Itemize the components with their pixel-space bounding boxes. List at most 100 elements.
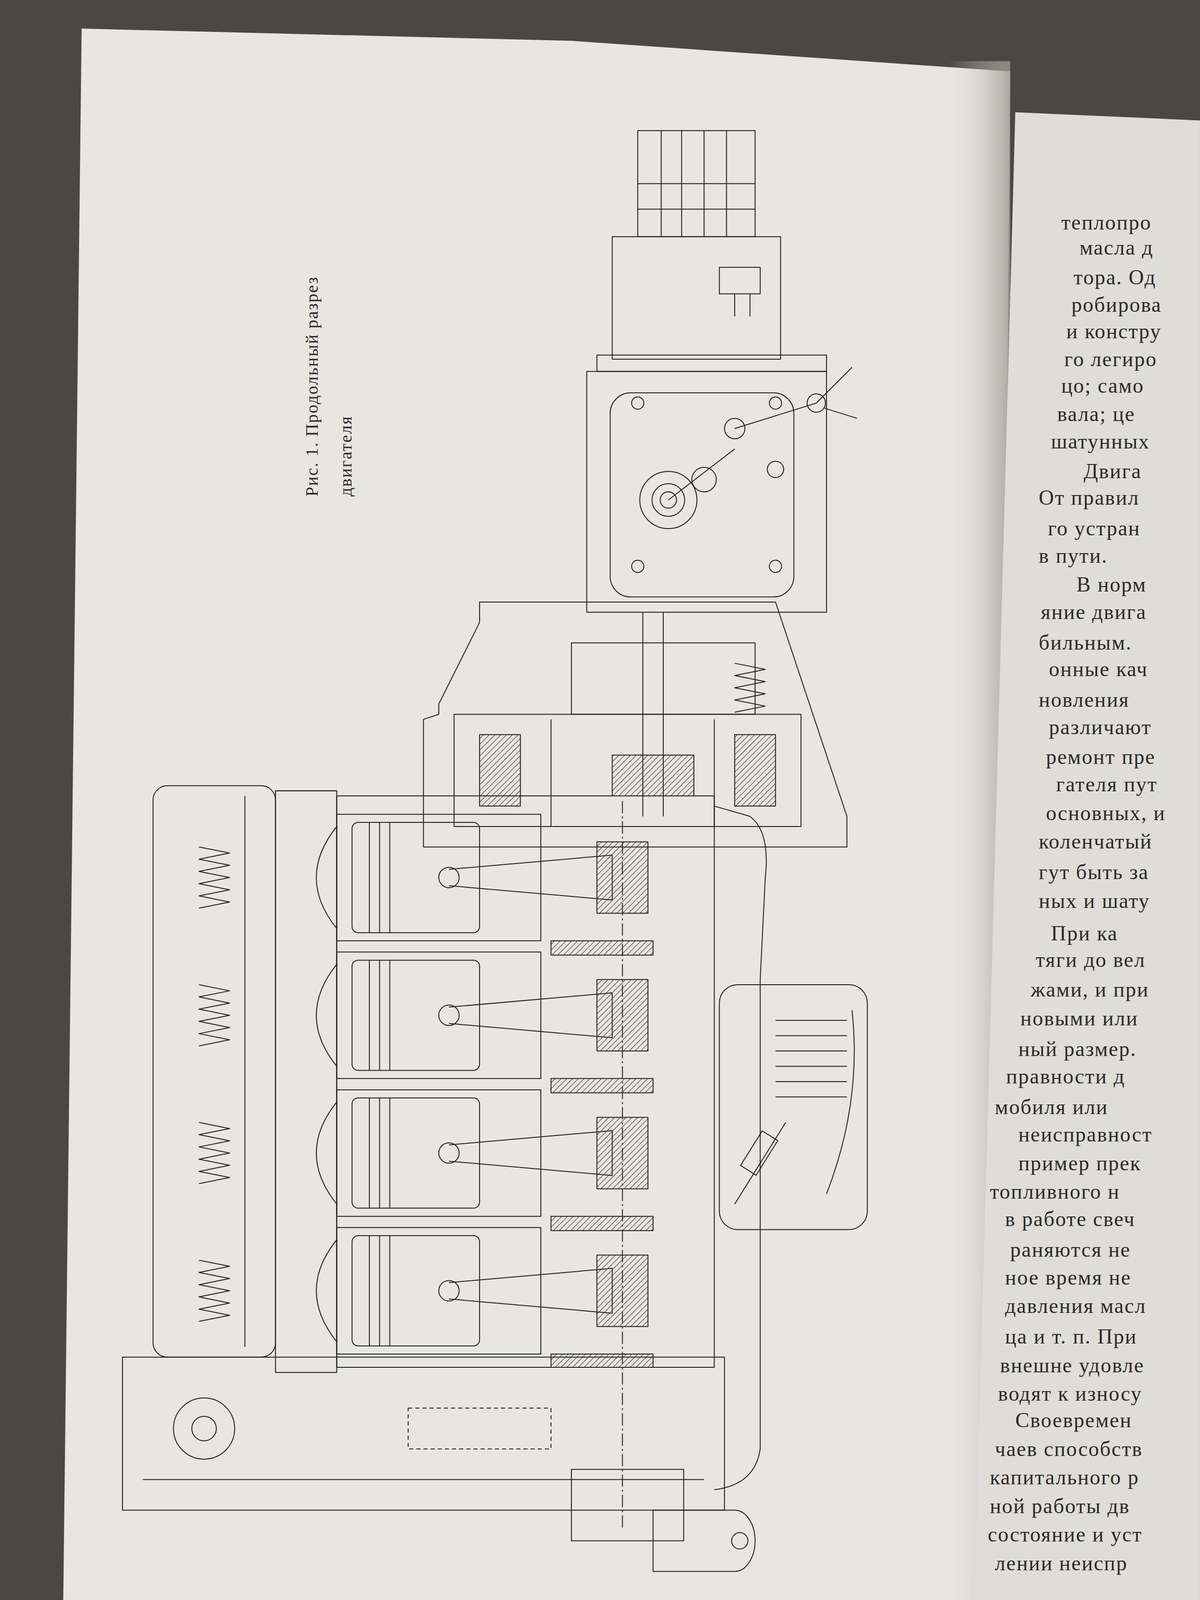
oil-pan [714,805,868,1490]
extension-housing [637,208,756,210]
extension-housing [612,130,781,360]
gearbox-housing [586,371,827,613]
extension-housing [734,293,736,317]
cylinder-block [448,992,613,1038]
page-text-fragment: теплопро [1061,210,1152,235]
oil-pan [775,1081,847,1083]
oil-pan [775,1035,847,1037]
cylinder-block [448,854,613,900]
page-text-fragment: капитального р [989,1465,1140,1490]
right-page [974,112,1200,1600]
cylinder-block [389,1235,391,1346]
gearbox-housing [767,461,784,478]
cylinder-block [352,960,480,1071]
page-text-fragment: неисправност [1018,1122,1153,1147]
page-text-fragment: водят к износу [997,1381,1142,1406]
timing-and-generator [192,1416,217,1441]
page-text-fragment: и констру [1066,319,1162,344]
page-text-fragment: топливного н [989,1179,1120,1204]
page-text-fragment: новления [1038,688,1130,712]
page-text-fragment: масла д [1079,235,1154,260]
cylinder-block [389,960,391,1071]
page-text-fragment: онные кач [1049,657,1148,682]
cylinder-head-and-cover [153,785,337,1373]
page-text-fragment: в пути. [1038,544,1108,568]
cylinder-block [336,1089,541,1217]
page-text-fragment: в работе свеч [1005,1207,1136,1232]
oil-pan [775,1066,847,1067]
cylinder-block [336,795,715,1368]
cylinder-head-and-cover [198,1260,230,1322]
page-text-fragment: ных и шату [1038,889,1150,913]
cylinder-block [550,940,653,955]
cylinder-block [438,1005,460,1026]
cylinder-block [368,1098,370,1209]
page-text-fragment: ной работы дв [989,1494,1131,1519]
cylinder-block [368,822,370,933]
gearbox-housing [597,355,827,372]
book-pages [63,28,1200,1600]
gearbox-housing [769,396,782,410]
page-text-fragment: цо; само [1061,373,1144,398]
clutch-housing [734,734,776,806]
page-text-fragment: го легиро [1064,347,1158,372]
cylinder-block [389,1098,391,1209]
cylinder-head-and-cover [198,984,230,1046]
page-text-fragment: давления масл [1005,1294,1147,1318]
oil-pan [826,1010,855,1195]
cylinder-head-and-cover [198,847,230,909]
oil-pan [734,1122,786,1205]
page-text-fragment: вала; це [1056,402,1136,427]
timing-and-generator [408,1408,551,1449]
page-text-fragment: При ка [1050,921,1118,946]
page-text-fragment: ца и т. п. При [1005,1324,1138,1349]
page-text-fragment: яние двига [1040,600,1147,624]
extension-housing [719,267,761,294]
cylinder-block [438,867,460,888]
cylinder-block [352,1235,480,1346]
cylinder-head-and-cover [153,785,276,1358]
cylinder-head-and-cover [316,1102,337,1205]
cylinder-head-and-cover [244,795,246,1347]
clutch-housing [550,719,552,827]
page-text-fragment: пример прек [1018,1151,1142,1176]
page-text-fragment: лении неиспр [994,1551,1128,1576]
page-text-fragment: шатунных [1050,429,1150,454]
oil-pan [775,1019,847,1021]
cylinder-block [378,1098,380,1209]
cylinder-block [438,1280,460,1302]
cylinder-block [448,1130,613,1176]
figure-caption: Рис. 1. Продольный разрез двигателя [294,258,363,497]
oil-pan [740,1130,778,1176]
clutch-housing [734,663,766,713]
page-text-fragment: робирова [1071,293,1163,317]
timing-and-generator [653,1510,756,1572]
cylinder-block [352,1098,480,1209]
extension-housing [637,130,756,237]
gearbox-housing [631,560,645,573]
cylinder-block [336,814,541,941]
cylinder-head-and-cover [275,790,337,1373]
page-text-fragment: ное время не [1005,1265,1132,1290]
cylinder-head-and-cover [316,826,337,929]
oil-pan [719,984,868,1230]
clutch-housing [423,602,847,848]
timing-and-generator [571,1469,684,1541]
page-text-fragment: внешне удовле [999,1353,1145,1378]
extension-housing [749,293,751,317]
cylinder-block [597,1117,649,1189]
cylinder-block [336,795,715,1531]
oil-pan [775,1050,847,1052]
cylinder-block [378,822,380,933]
timing-and-generator [731,1532,748,1550]
gearbox-housing [631,396,645,410]
page-text-fragment: Двига [1083,459,1142,484]
timing-and-generator [142,1479,704,1481]
cylinder-block [368,1235,370,1346]
timing-and-generator [122,1357,725,1511]
page-text-fragment: гателя пут [1056,772,1158,797]
page-text-fragment: основных, и [1045,801,1166,826]
gearbox-housing [691,467,717,492]
clutch-housing [453,714,801,827]
cylinder-block [336,1227,541,1355]
